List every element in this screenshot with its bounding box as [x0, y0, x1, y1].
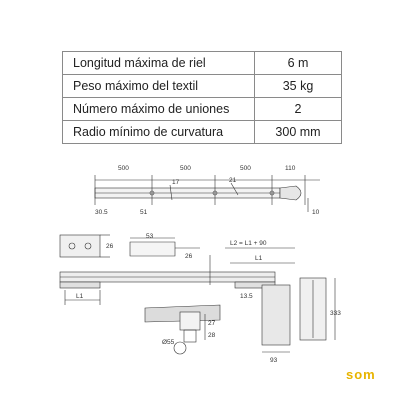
spec-value: 6 m [254, 51, 342, 75]
dim-label: 53 [146, 233, 154, 240]
dim-label: L1 [76, 293, 84, 300]
dim-label: 27 [208, 320, 216, 327]
dim-label: 26 [185, 253, 193, 260]
spec-value: 2 [254, 97, 342, 121]
dim-label: L1 [255, 255, 263, 262]
spec-value: 35 kg [254, 74, 342, 98]
spec-row: Número máximo de uniones 2 [62, 97, 342, 121]
dim-label: 51 [140, 209, 148, 216]
spec-label: Radio mínimo de curvatura [62, 120, 255, 144]
dim-label: 30.5 [95, 209, 108, 216]
spec-label: Longitud máxima de riel [62, 51, 255, 75]
rail-top-view [94, 175, 320, 212]
dim-label: L2 = L1 + 90 [230, 240, 267, 247]
dim-label: 28 [208, 332, 216, 339]
brand-logo: som [346, 367, 376, 382]
dim-label: 500 [240, 165, 251, 172]
bracket-detail [129, 237, 200, 257]
dim-label: 333 [330, 310, 341, 317]
dim-label: 17 [172, 179, 180, 186]
spec-value: 300 mm [254, 120, 342, 144]
carrier-detail [144, 304, 221, 355]
dim-label: 110 [285, 165, 296, 172]
dim-label: 10 [312, 209, 320, 216]
spec-row: Longitud máxima de riel 6 m [62, 51, 342, 75]
specifications-table: Longitud máxima de riel 6 m Peso máximo … [62, 51, 342, 144]
spec-row: Radio mínimo de curvatura 300 mm [62, 120, 342, 144]
dim-label: 93 [270, 357, 278, 364]
dimension-labels: 500 500 500 110 17 21 30.5 51 10 53 26 2… [76, 165, 341, 364]
dim-label: 26 [106, 243, 114, 250]
dim-label: Ø55 [162, 339, 175, 346]
dim-label: 500 [180, 165, 191, 172]
dim-label: 21 [229, 177, 237, 184]
motor-drawing [261, 277, 336, 353]
profile-detail [59, 234, 110, 258]
dim-label: 13.5 [240, 293, 253, 300]
dim-label: 500 [118, 165, 129, 172]
